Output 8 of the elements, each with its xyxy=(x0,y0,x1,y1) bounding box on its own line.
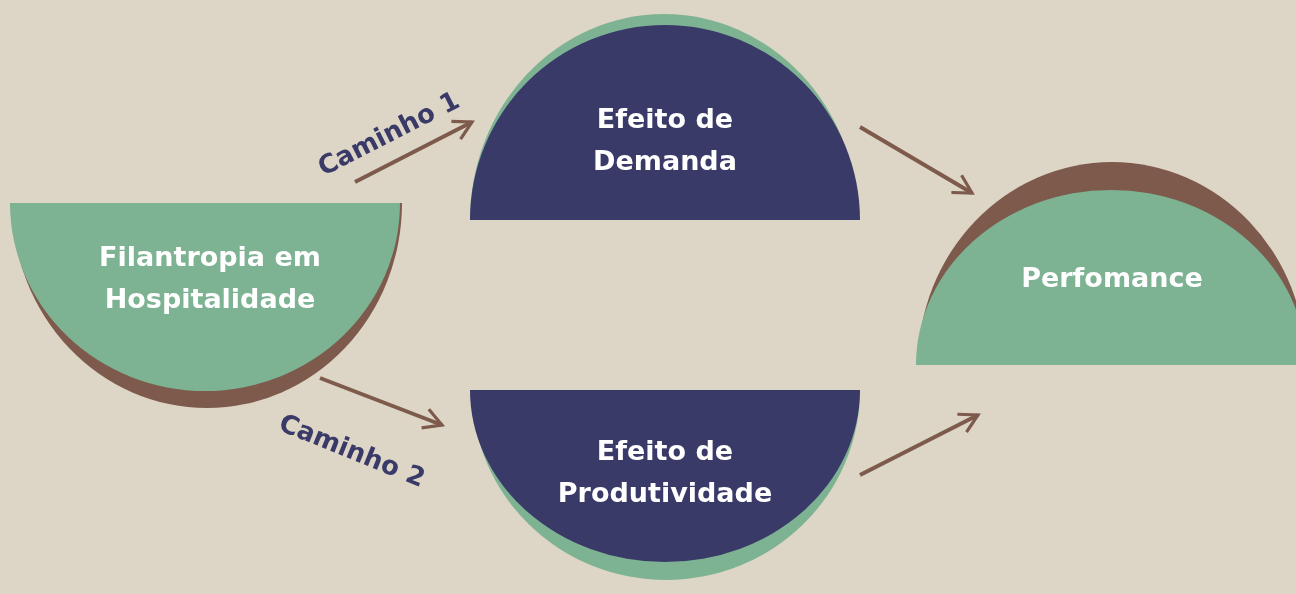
node-label: Filantropia em Hospitalidade xyxy=(98,240,322,316)
arrow xyxy=(319,376,444,430)
arrow xyxy=(859,412,980,477)
node-label: Efeito de Produtividade xyxy=(556,434,774,510)
arrow xyxy=(354,119,474,184)
node-label: Efeito de Demanda xyxy=(592,102,738,178)
node-label: Perfomance xyxy=(1020,261,1204,295)
arrow xyxy=(859,125,974,195)
